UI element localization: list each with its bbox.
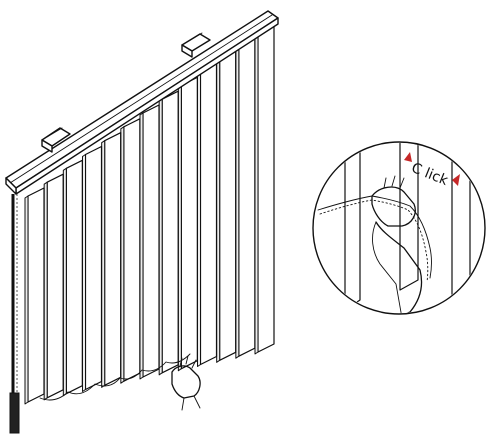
- callout-vane: [344, 143, 361, 311]
- vane: [257, 21, 275, 353]
- vanes: [24, 21, 275, 405]
- vane-edge: [254, 29, 259, 355]
- vane-edge: [177, 84, 182, 372]
- click-arrow-left: [404, 152, 412, 162]
- vane-edge: [101, 140, 106, 388]
- vane-edge: [235, 43, 240, 359]
- vane: [84, 145, 103, 391]
- hand-upper-icon: [371, 186, 416, 227]
- vane-edge: [24, 195, 29, 405]
- vane-edge: [62, 167, 67, 397]
- bottom-chain: [39, 353, 191, 401]
- vane-edge: [216, 57, 221, 363]
- vane-edge: [43, 181, 48, 401]
- vane: [104, 132, 122, 386]
- vane: [161, 90, 179, 374]
- vane: [46, 173, 64, 399]
- callout-vane: [399, 143, 419, 291]
- vane: [142, 104, 160, 378]
- vane-edge: [120, 126, 125, 384]
- vane: [123, 118, 141, 382]
- hand-lower-icon: [375, 221, 423, 313]
- vane-edge: [197, 71, 201, 367]
- vane-edge: [139, 112, 144, 380]
- callout-vane: [451, 143, 471, 311]
- cord-weight: [9, 392, 20, 434]
- vane: [238, 35, 256, 357]
- click-arrow-right: [452, 174, 460, 186]
- vane-edge: [82, 154, 86, 392]
- vane: [65, 159, 83, 395]
- vane: [219, 49, 237, 361]
- vane: [180, 76, 198, 370]
- vane-edge: [158, 98, 163, 376]
- mounting-bracket-right: [181, 32, 211, 58]
- vane: [27, 187, 45, 403]
- hand-icon: [171, 355, 201, 411]
- vane: [199, 62, 218, 366]
- headrail: [5, 10, 279, 195]
- detail-callout: C lick: [312, 141, 486, 315]
- mounting-bracket-left: [41, 127, 71, 153]
- pull-cord: [9, 194, 20, 434]
- bead-chain: [317, 195, 432, 279]
